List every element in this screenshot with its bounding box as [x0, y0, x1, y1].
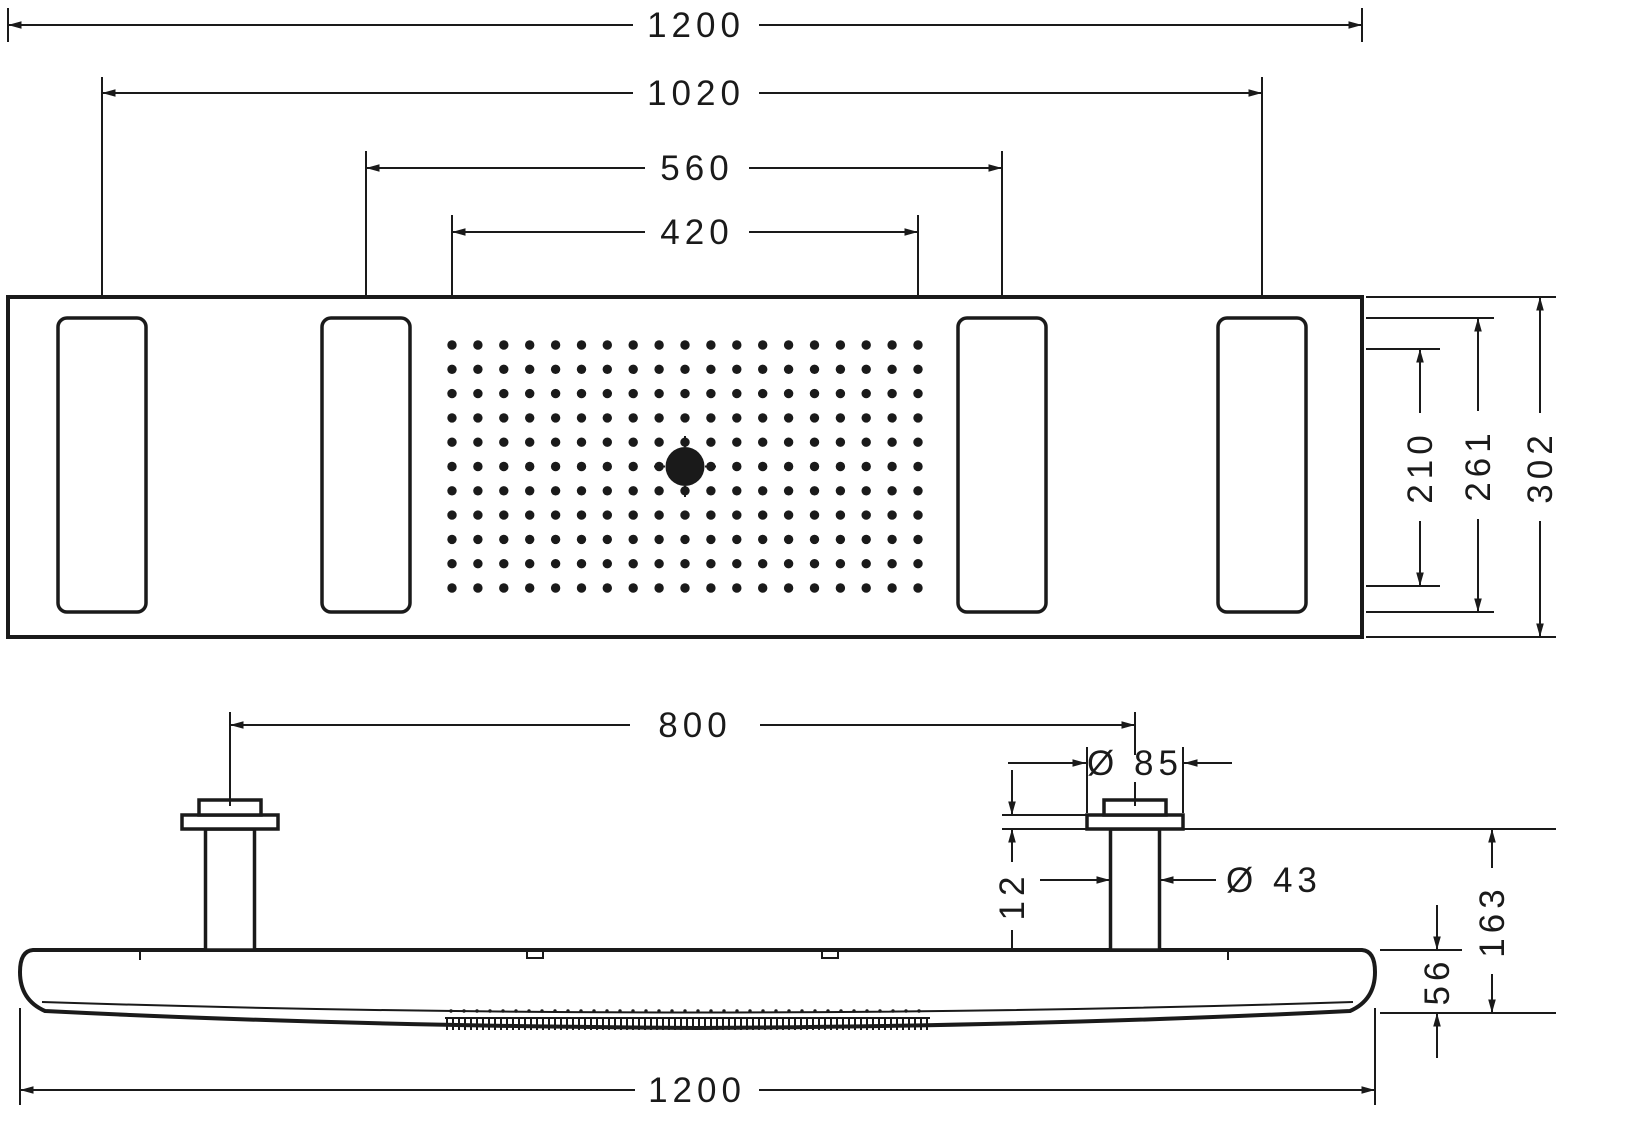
dim-label-top-1200: 1200 [647, 6, 745, 45]
dim-label-210: 210 [1401, 430, 1440, 503]
dim-flange-diameter: Ø 85 [1008, 744, 1232, 813]
top-view-right-extension-lines [1366, 296, 1556, 638]
dim-label-1020: 1020 [647, 74, 745, 113]
dim-pillar-diameter: Ø 43 [1040, 861, 1322, 900]
dim-label-56: 56 [1418, 957, 1457, 1006]
dim-panel-height: 261 [1459, 318, 1498, 612]
dim-label-302: 302 [1521, 430, 1560, 503]
dim-label-dia43: Ø 43 [1226, 861, 1322, 900]
dim-label-163: 163 [1473, 884, 1512, 957]
body-spray-panel-3 [956, 316, 1048, 614]
dim-label-800: 800 [658, 706, 731, 745]
dim-overall-depth: 302 [1521, 297, 1560, 637]
top-surface-nub-left [526, 951, 544, 959]
dim-bottom-overall-width: 1200 [19, 1008, 1376, 1110]
top-view: 1200 1020 560 420 [6, 6, 1560, 639]
dim-body-thickness: 56 [1418, 905, 1457, 1058]
nozzle-face-dots [449, 1009, 921, 1013]
dim-install-height: 163 [1473, 829, 1512, 1013]
nozzle-grid [447, 340, 923, 593]
dim-label-bottom-1200: 1200 [648, 1071, 746, 1110]
dim-label-12: 12 [993, 872, 1032, 921]
dim-nozzle-field-height: 210 [1401, 349, 1440, 586]
showerhead-body-outline [6, 295, 1364, 639]
side-view: 800 Ø 85 12 Ø 43 [17, 706, 1556, 1110]
body-spray-panel-4 [1216, 316, 1308, 614]
dim-top-overall-width: 1200 [7, 6, 1363, 45]
body-spray-panel-2 [320, 316, 412, 614]
mounting-pillar-right [1085, 798, 1185, 952]
mounting-pillar-left [180, 798, 280, 952]
dim-flange-thickness: 12 [993, 770, 1087, 950]
dim-pillar-spacing: 800 [229, 706, 1136, 806]
body-profile-outline [17, 948, 1378, 1031]
dim-label-dia85: Ø 85 [1087, 744, 1183, 783]
body-spray-panel-1 [56, 316, 148, 614]
dim-nozzle-field-width: 420 [451, 213, 919, 297]
nozzle-face-hatch [446, 1018, 928, 1030]
dim-label-420: 420 [660, 213, 733, 252]
top-surface-nub-right [821, 951, 839, 959]
center-nozzle [654, 436, 716, 497]
dim-outer-panel-spacing: 1020 [101, 74, 1263, 297]
dim-inner-panel-spacing: 560 [365, 149, 1003, 297]
dim-label-560: 560 [660, 149, 733, 188]
dim-label-261: 261 [1459, 428, 1498, 501]
